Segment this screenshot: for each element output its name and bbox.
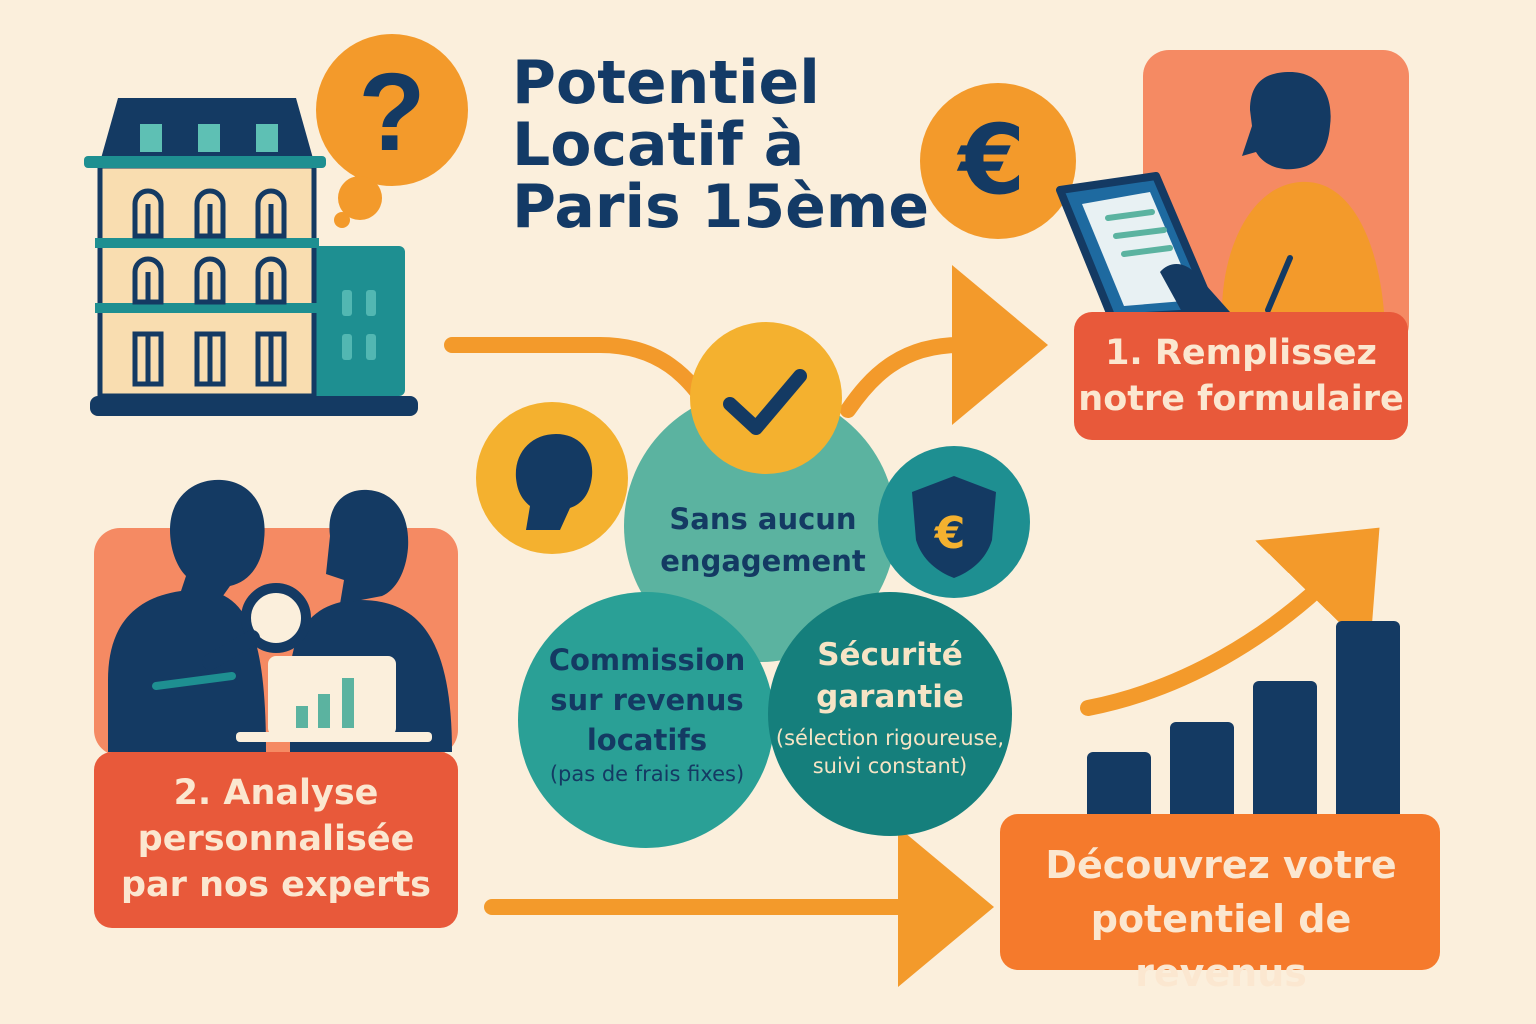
arrow-to-step1-b <box>840 265 1048 425</box>
commission-line-1: Commission <box>548 643 746 677</box>
title-line-2: Locatif à <box>512 110 805 180</box>
arrow-growth <box>1080 527 1380 716</box>
step1-label: 1. Remplissez notre formulaire <box>1076 330 1406 422</box>
securite-note-line-2: suivi constant) <box>812 754 968 778</box>
circle-commission <box>518 592 774 848</box>
page-title: Potentiel Locatif à Paris 15ème <box>512 52 932 238</box>
step3-label: Découvrez votre potentiel de revenus <box>1002 838 1440 1000</box>
commission-line-2: sur revenus <box>550 683 744 717</box>
growth-bar-3 <box>1253 681 1317 824</box>
circle-engagement <box>624 390 896 662</box>
step2-illustration <box>94 479 458 928</box>
person-head-icon <box>476 402 628 554</box>
benefit-commission-text: Commission sur revenus locatifs (pas de … <box>522 640 772 788</box>
securite-note-line-1: (sélection rigoureuse, <box>775 726 1005 750</box>
benefit-circles <box>518 390 1012 848</box>
step2-line-3: par nos experts <box>120 865 432 905</box>
growth-bar-4 <box>1336 621 1400 824</box>
step2-line-1: 2. Analyse <box>173 773 379 813</box>
step1-line-1: 1. Remplissez <box>1105 333 1377 373</box>
step3-line-1: Découvrez votre <box>1045 843 1397 887</box>
commission-line-3: locatifs <box>586 723 708 757</box>
question-bubble-icon: ? <box>316 34 468 228</box>
engagement-line-1: Sans aucun <box>669 502 857 536</box>
step1-illustration <box>1056 50 1409 440</box>
step3-line-2: potentiel de revenus <box>1090 897 1352 995</box>
check-badge-icon <box>690 322 842 474</box>
arrow-to-step1 <box>444 337 718 418</box>
engagement-line-2: engagement <box>660 544 866 578</box>
title-line-3: Paris 15ème <box>512 172 930 242</box>
benefit-engagement-text: Sans aucun engagement <box>628 498 898 582</box>
step2-label: 2. Analyse personnalisée par nos experts <box>96 770 456 908</box>
securite-line-2: garantie <box>816 679 964 715</box>
growth-bar-1 <box>1087 752 1151 824</box>
step3-box <box>1000 814 1440 970</box>
growth-bar-2 <box>1170 722 1234 824</box>
building-icon <box>84 98 418 416</box>
question-mark: ? <box>358 51 425 174</box>
benefit-securite-text: Sécurité garantie (sélection rigoureuse,… <box>770 634 1010 780</box>
euro-symbol: € <box>957 104 1026 216</box>
step1-line-2: notre formulaire <box>1078 379 1404 419</box>
title-line-1: Potentiel <box>512 48 820 118</box>
commission-note: (pas de frais fixes) <box>549 762 745 786</box>
shield-euro-icon: € <box>878 446 1030 598</box>
securite-line-1: Sécurité <box>817 637 963 673</box>
circle-securite <box>768 592 1012 836</box>
step2-line-2: personnalisée <box>137 819 415 859</box>
shield-euro-symbol: € <box>934 508 966 559</box>
euro-coin-icon: € <box>920 83 1076 239</box>
growth-bar-chart <box>1087 621 1400 824</box>
